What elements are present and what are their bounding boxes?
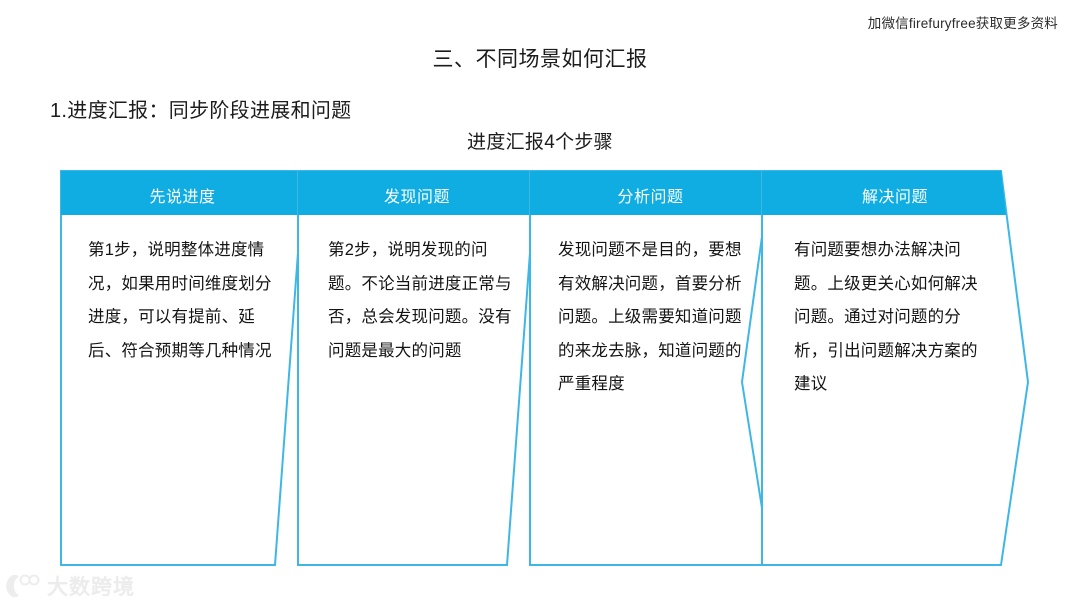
step-card-3-shape <box>529 170 772 566</box>
brand-logo: 大数跨境 <box>6 571 135 601</box>
step-card-1-body: 第1步，说明整体进度情况，如果用时间维度划分进度，可以有提前、延后、符合预期等几… <box>88 241 272 360</box>
step-card-4[interactable]: 解决问题 有问题要想办法解决问题。上级更关心如何解决问题。通过对问题的分析，引出… <box>761 170 1029 566</box>
step-card-2-body: 第2步，说明发现的问题。不论当前进度正常与否，总会发现问题。没有问题是最大的问题 <box>328 241 512 360</box>
section-subtitle: 1.进度汇报：同步阶段进展和问题 <box>50 100 352 122</box>
step-card-3[interactable]: 分析问题 发现问题不是目的，要想有效解决问题，首要分析问题。上级需要知道问题的来… <box>529 170 772 566</box>
slide-title: 三、不同场景如何汇报 <box>432 48 648 71</box>
step-card-2[interactable]: 发现问题 第2步，说明发现的问题。不论当前进度正常与否，总会发现问题。没有问题是… <box>297 170 537 566</box>
brand-name: 大数跨境 <box>47 576 135 599</box>
step-card-4-shape <box>761 170 1029 566</box>
brand-mark-icon <box>6 574 40 598</box>
step-card-4-body: 有问题要想办法解决问题。上级更关心如何解决问题。通过对问题的分析，引出问题解决方… <box>794 241 978 393</box>
step-card-3-body: 发现问题不是目的，要想有效解决问题，首要分析问题。上级需要知道问题的来龙去脉，知… <box>558 241 742 393</box>
step-card-1[interactable]: 先说进度 第1步，说明整体进度情况，如果用时间维度划分进度，可以有提前、延后、符… <box>60 170 305 566</box>
step-card-1-shape <box>60 170 305 566</box>
top-right-watermark: 加微信firefuryfree获取更多资料 <box>867 16 1058 31</box>
step-chevron-diagram: 先说进度 第1步，说明整体进度情况，如果用时间维度划分进度，可以有提前、延后、符… <box>0 170 1080 566</box>
diagram-title: 进度汇报4个步骤 <box>467 132 613 153</box>
step-card-2-shape <box>297 170 537 566</box>
